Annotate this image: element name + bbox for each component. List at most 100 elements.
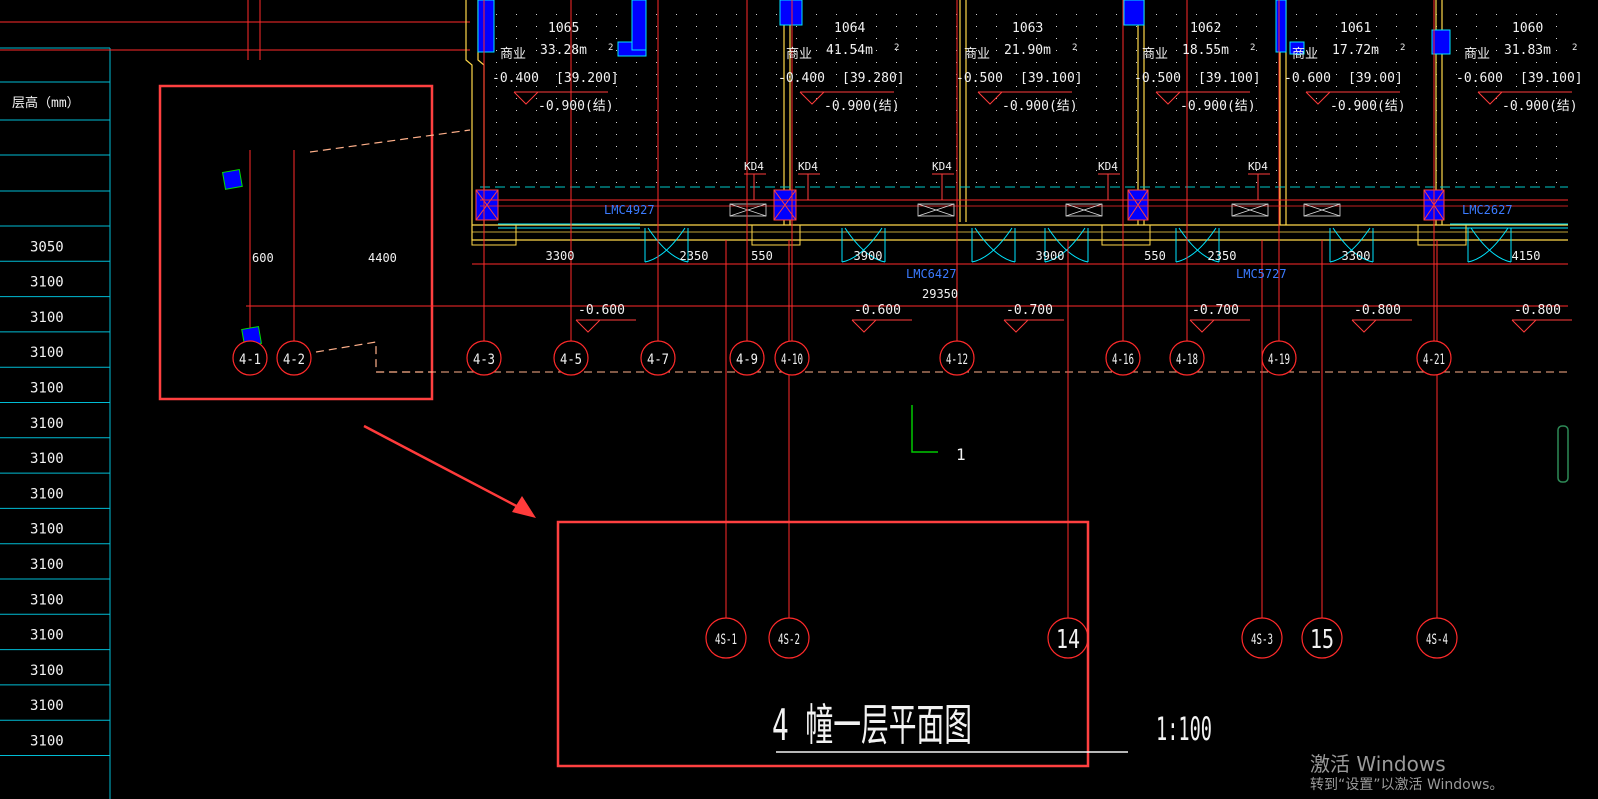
floor-height-table: 层高（mm） 305031003100310031003100310031003… [0, 47, 111, 799]
title-highlight-box [556, 520, 1090, 768]
axis-label: 15 [1310, 625, 1334, 655]
room-number: 1064 [834, 21, 865, 36]
room-area: 21.90m [1004, 43, 1051, 58]
room-structural-level: -0.900(结) [1002, 99, 1078, 114]
room-use: 商业 [500, 47, 526, 62]
axis-bubble [1301, 617, 1343, 659]
room-absolute-height: [39.100] [1198, 71, 1261, 86]
table-row-value: 3050 [30, 239, 64, 255]
axis-label: 4-12 [946, 352, 968, 368]
room-number: 1060 [1512, 21, 1543, 36]
room-area-superscript: 2 [1572, 43, 1577, 53]
ground-level-symbol [1511, 319, 1538, 333]
axis-label: 4S-2 [778, 632, 800, 648]
room-number: 1065 [548, 21, 579, 36]
total-dimension: 29350 [922, 287, 958, 301]
axis-label: 4-7 [647, 352, 669, 368]
dimension-value: 550 [1144, 249, 1166, 263]
floor-hatch [496, 14, 1557, 183]
room-structural-level: -0.900(结) [1502, 99, 1578, 114]
room-floor-level: -0.400 [778, 71, 825, 86]
axis-bubble [768, 617, 810, 659]
dimension-value: 4150 [1512, 249, 1541, 263]
axis-bubble [1261, 340, 1297, 376]
axis-bubble [1169, 340, 1205, 376]
viewport-scroll-handle[interactable] [1557, 425, 1569, 483]
ground-level-value: -0.700 [1192, 303, 1239, 318]
column-marker [221, 168, 243, 190]
room-use: 商业 [964, 47, 990, 62]
room-area-superscript: 2 [1072, 43, 1077, 53]
level-symbol [977, 91, 1004, 105]
table-row-value: 3100 [30, 522, 64, 538]
ground-level-value: -0.800 [1514, 303, 1561, 318]
axis-bubble [1416, 340, 1452, 376]
room-floor-level: -0.600 [1456, 71, 1503, 86]
room-use: 商业 [1292, 47, 1318, 62]
table-row-value: 3100 [30, 486, 64, 502]
dimension-value: 3300 [546, 249, 575, 263]
axis-bubble [729, 340, 765, 376]
table-row-value: 3100 [30, 663, 64, 679]
ground-level-symbol [1189, 319, 1216, 333]
windows-activation-watermark: 激活 Windows 转到“设置”以激活 Windows。 [1310, 752, 1503, 794]
axis-bubble [1241, 617, 1283, 659]
axis-bubble [774, 340, 810, 376]
level-symbol [1477, 91, 1504, 105]
table-row-value: 3100 [30, 275, 64, 291]
inset-dimension: 4400 [368, 251, 397, 265]
room-area-superscript: 2 [608, 43, 613, 53]
ground-level-symbol [1003, 319, 1030, 333]
axis-label: 4S-4 [1426, 632, 1448, 648]
room-area: 17.72m [1332, 43, 1379, 58]
room-area-superscript: 2 [894, 43, 899, 53]
room-structural-level: -0.900(结) [1180, 99, 1256, 114]
table-row-value: 3100 [30, 345, 64, 361]
top-grid-lines [0, 0, 470, 60]
ground-level-symbol [1351, 319, 1378, 333]
room-floor-level: -0.400 [492, 71, 539, 86]
table-row-value: 3100 [30, 310, 64, 326]
floor-plan [465, 0, 1568, 263]
table-row-value: 3100 [30, 451, 64, 467]
axis-bubble [640, 340, 676, 376]
table-row-value: 3100 [30, 698, 64, 714]
room-absolute-height: [39.100] [1520, 71, 1583, 86]
axis-bubble [276, 340, 312, 376]
axis-label: 4-21 [1423, 352, 1445, 368]
door-tag: KD4 [1098, 160, 1118, 173]
room-use: 商业 [1142, 47, 1168, 62]
room-absolute-height: [39.280] [842, 71, 905, 86]
ground-level-value: -0.600 [578, 303, 625, 318]
axis-bubble [1105, 340, 1141, 376]
dimension-value: 3300 [1342, 249, 1371, 263]
axis-label: 4-3 [473, 352, 495, 368]
door-tag: KD4 [744, 160, 764, 173]
table-row-value: 3100 [30, 416, 64, 432]
room-area-superscript: 2 [1400, 43, 1405, 53]
ground-level-value: -0.600 [854, 303, 901, 318]
room-area: 41.54m [826, 43, 873, 58]
room-area: 18.55m [1182, 43, 1229, 58]
axis-label: 4-9 [736, 352, 758, 368]
axis-label: 4-2 [283, 352, 305, 368]
room-use: 商业 [786, 47, 812, 62]
axis-label: 4-16 [1112, 352, 1134, 368]
axis-bubble [466, 340, 502, 376]
axis-bubble [232, 340, 268, 376]
level-symbol [799, 91, 826, 105]
dimension-value: 3900 [1036, 249, 1065, 263]
room-structural-level: -0.900(结) [824, 99, 900, 114]
dimension-value: 2350 [1208, 249, 1237, 263]
axis-label: 4S-3 [1251, 632, 1273, 648]
dimension-value: 2350 [680, 249, 709, 263]
inset-dimension: 600 [252, 251, 274, 265]
watermark-line-2: 转到“设置”以激活 Windows。 [1310, 777, 1504, 793]
room-structural-level: -0.900(结) [1330, 99, 1406, 114]
axis-label: 14 [1056, 625, 1080, 655]
table-row-value: 3100 [30, 557, 64, 573]
door-tag: KD4 [1248, 160, 1268, 173]
room-absolute-height: [39.00] [1348, 71, 1403, 86]
axis-label: 4S-1 [715, 632, 737, 648]
